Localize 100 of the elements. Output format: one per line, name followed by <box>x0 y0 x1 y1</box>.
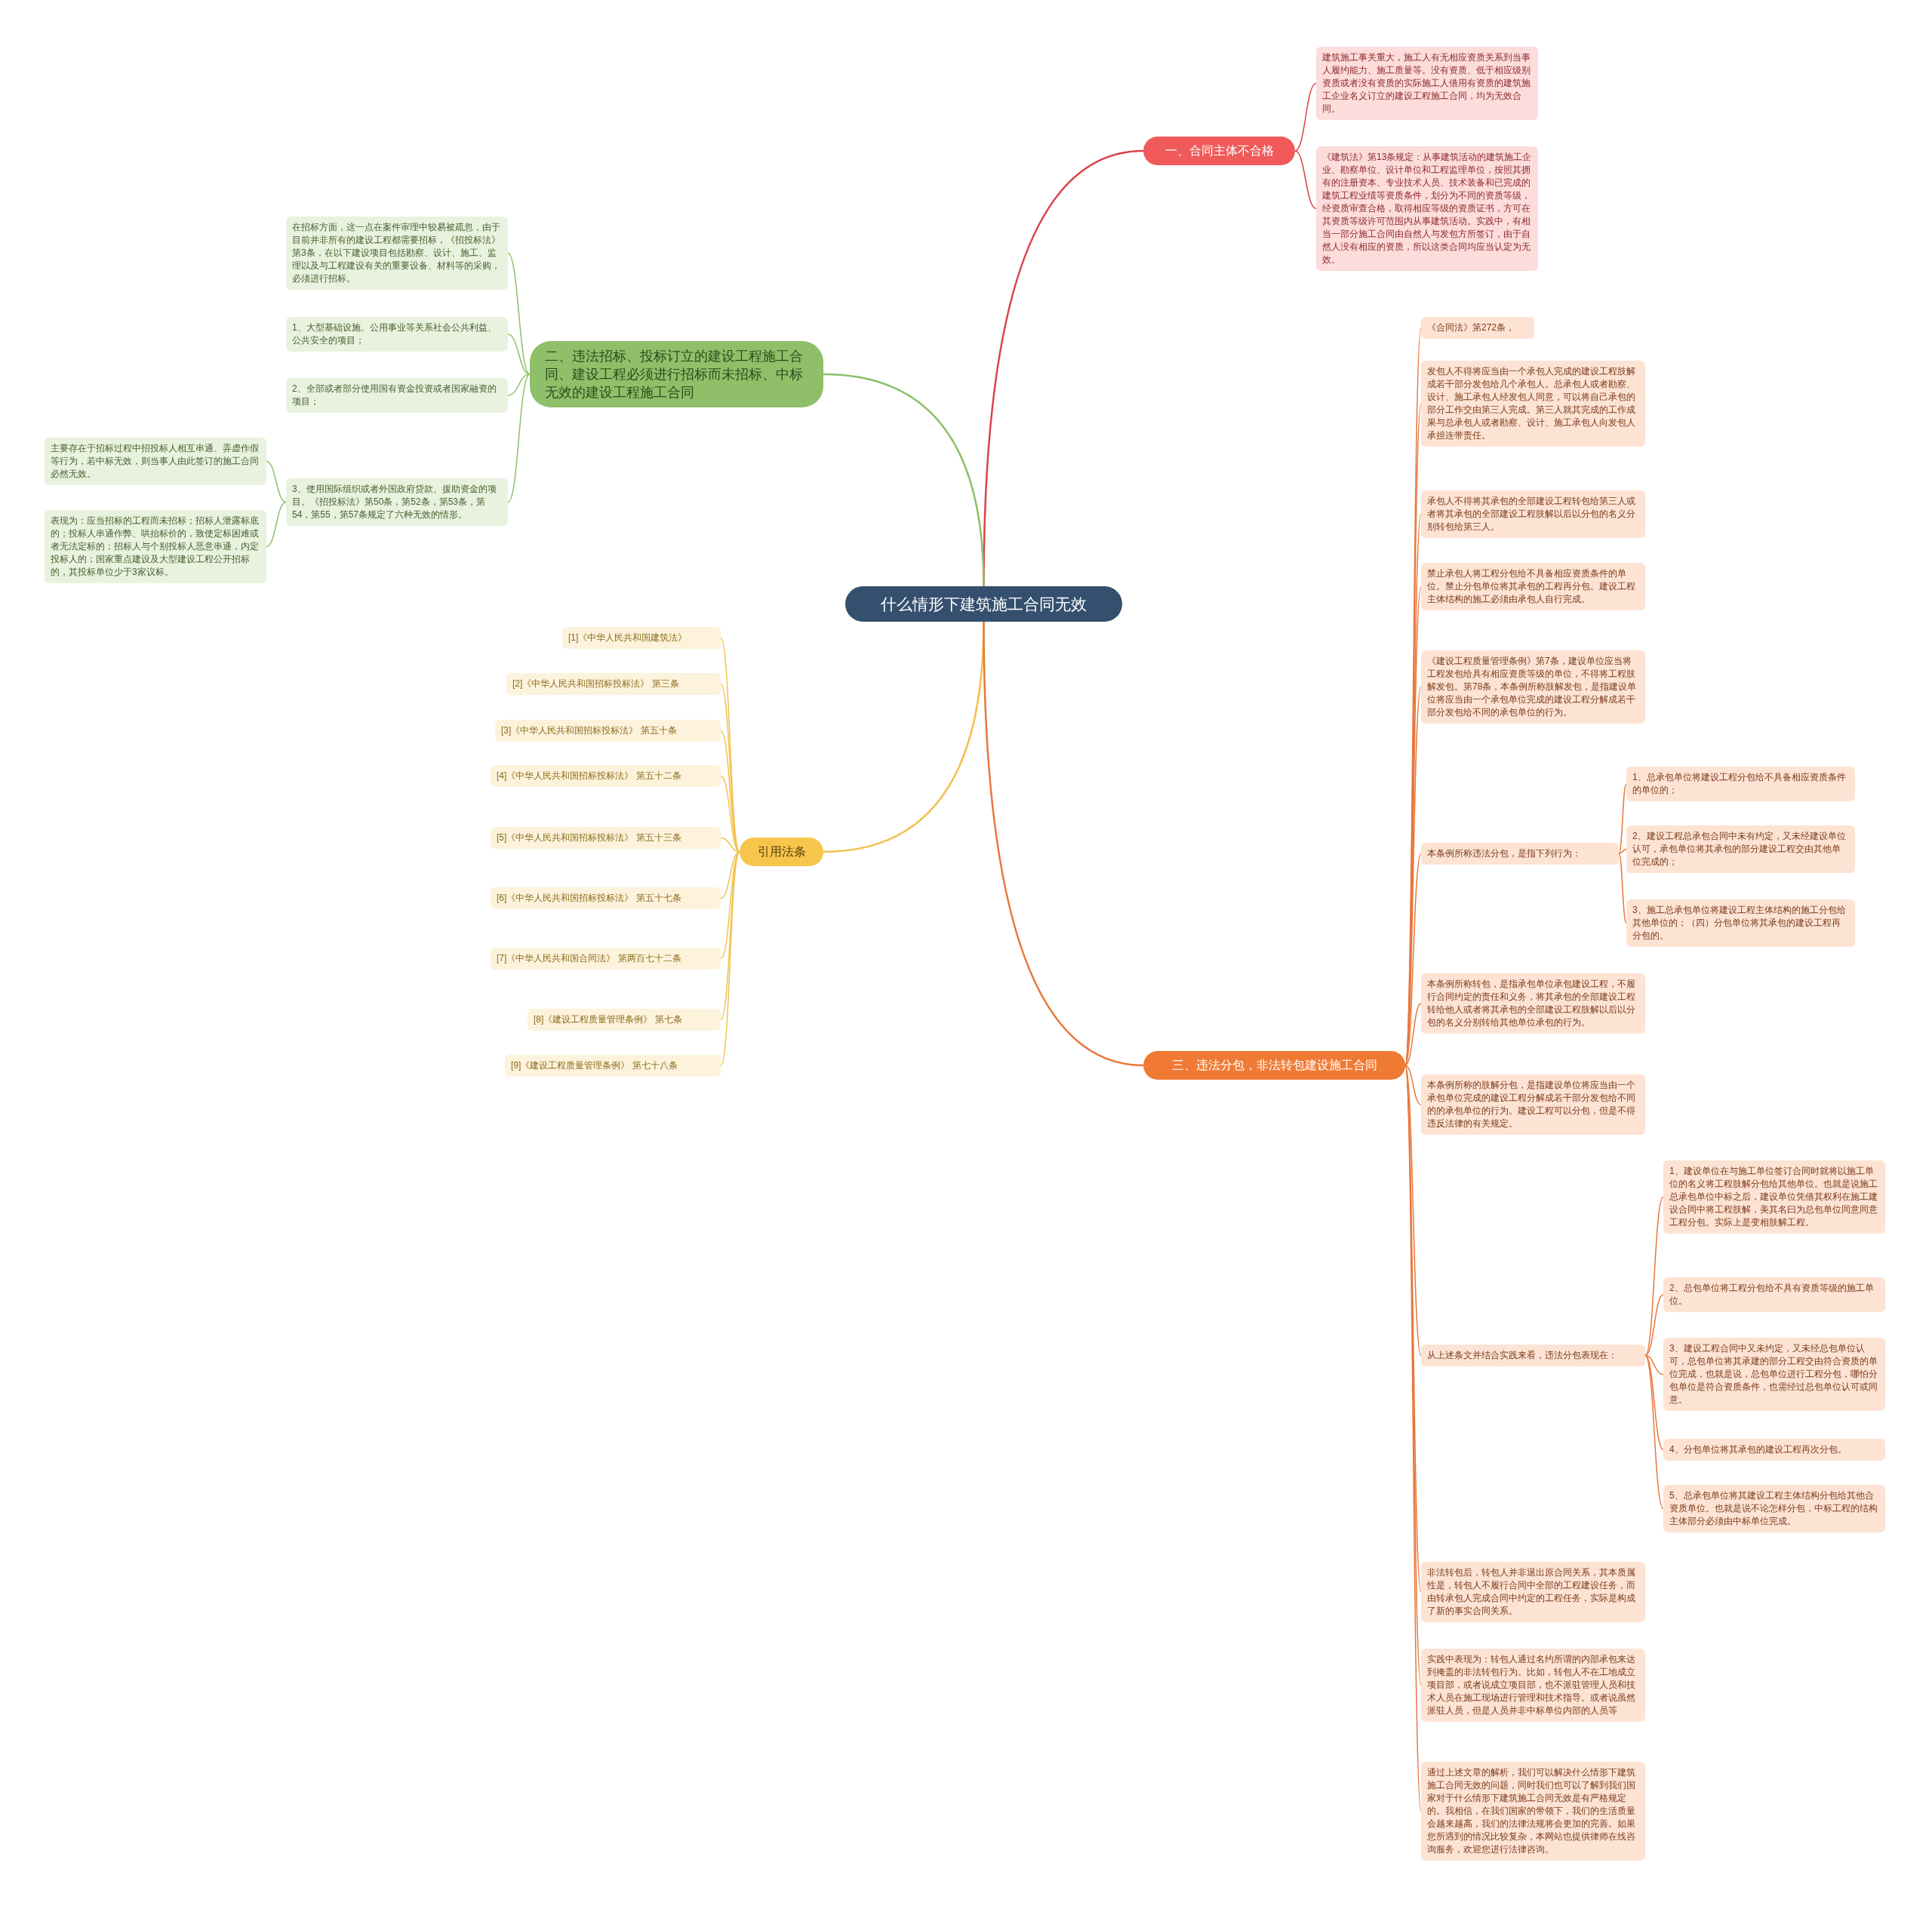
topic-text: 3、建设工程合同中又未约定，又未经总包单位认可，总包单位将其承建的部分工程交由符合资质的单位完成，也就是说，总包单位进行工程分包，哪怕分包单位是符合资质条件，也需经过总包单位认可或同意。 <box>1669 1342 1878 1406</box>
topic-text: 本条例所称的肢解分包，是指建设单位将应当由一个承包单位完成的建设工程分解成若干部分发包给不同的的承包单位的行为。建设工程可以分包，但是不得违反法律的有关规定。 <box>1427 1079 1636 1130</box>
topic-text: 《合同法》第272条， <box>1427 321 1516 334</box>
topic-text: [7]《中华人民共和国合同法》 第两百七十二条 <box>497 952 682 965</box>
topic-text: [2]《中华人民共和国招标投标法》 第三条 <box>512 678 680 690</box>
topic-text: 本条例所称转包，是指承包单位承包建设工程，不履行合同约定的责任和义务，将其承包的全部建设工程转给他人或者将其承包的全部建设工程肢解以后以分包的名义分别转给其他单位承包的行为。 <box>1427 978 1636 1029</box>
topic-card <box>491 765 721 787</box>
connector-line <box>720 851 740 960</box>
topic-text: [8]《建设工程质量管理条例》 第七条 <box>534 1013 683 1026</box>
branch-topic <box>1143 1051 1405 1080</box>
connector-line <box>720 775 740 853</box>
topic-text: [5]《中华人民共和国招标投标法》 第五十三条 <box>497 831 682 844</box>
topic-text: 通过上述文章的解析，我们可以解决什么情形下建筑施工合同无效的问题，同时我们也可以了解到我们国家对于什么情形下建筑施工合同无效是有严格规定的。我相信，在我们国家的带领下，我们的生活质量会越来越高，我们的法律法规将会更加的完善。如果您所遇到的情况比较复杂，本网站也提供律师在线咨询服务，欢迎您进行法律咨询。 <box>1427 1766 1636 1856</box>
connector-line <box>1404 853 1422 1066</box>
topic-card <box>491 887 721 909</box>
branch-topic <box>740 837 823 866</box>
connector-line <box>507 252 531 375</box>
connector-line <box>983 622 1144 1067</box>
topic-card <box>1663 1160 1885 1234</box>
topic-text: 2、全部或者部分使用国有资金投资或者国家融资的项目； <box>292 383 497 408</box>
topic-text: 引用法条 <box>756 844 807 859</box>
connector-line <box>1644 1354 1664 1451</box>
topic-text: 《建设工程质量管理条例》第7条，建设单位应当将工程发包给具有相应资质等级的单位，不得将工程肢解发包。第78条，本条例所称肢解发包，是指建设单位将应当由一个承包单位完成的建设工程分解成若干部分发包给不同的承包单位的行为。 <box>1427 655 1638 719</box>
topic-text: 5、总承包单位将其建设工程主体结构分包给其他合资质单位。也就是说不论怎样分包，中标工程的结构主体部分必须由中标单位完成。 <box>1669 1489 1878 1528</box>
connector-line <box>720 837 740 853</box>
topic-card <box>45 510 266 583</box>
topic-card <box>495 720 721 742</box>
connector-line <box>720 851 740 899</box>
topic-text: 1、大型基础设施、公用事业等关系社会公共利益、公共安全的项目； <box>292 321 497 347</box>
topic-card <box>1421 650 1645 724</box>
topic-text: 承包人不得将其承包的全部建设工程转包给第三人或者将其承包的全部建设工程肢解以后以分包的名义分别转包给第三人。 <box>1427 495 1636 533</box>
topic-card <box>1421 361 1645 447</box>
topic-card <box>1316 47 1538 120</box>
topic-text: 实践中表现为：转包人通过名约所谓的内部承包来达到掩盖的非法转包行为。比如，转包人不在工地成立项目部，或者说成立项目部，也不派驻管理人员和技术人员在施工现场进行管理和技术指导。或者说虽然派驻人员，但是人员并非中标单位内部的人员等 <box>1427 1653 1636 1717</box>
topic-text: 2、建设工程总承包合同中未有约定，又未经建设单位认可，承包单位将其承包的部分建设工程交由其他单位完成的； <box>1632 830 1847 868</box>
connector-line <box>1644 1354 1664 1510</box>
topic-text: [4]《中华人民共和国招标投标法》 第五十二条 <box>497 770 682 782</box>
topic-text: 1、建设单位在与施工单位签订合同时就将以施工单位的名义将工程肢解分包给其他单位。也就是说施工总承包单位中标之后，建设单位凭借其权利在施工建设合同中将工程肢解，美其名曰为总包单位同意同意工程分包。实际上是变相肢解工程。 <box>1669 1165 1878 1229</box>
connector-line <box>266 501 287 548</box>
connector-line <box>1404 1003 1422 1066</box>
topic-text: 一、合同主体不合格 <box>1164 143 1275 158</box>
connector-line <box>507 373 531 396</box>
topic-card <box>45 438 266 485</box>
connector-line <box>507 373 531 503</box>
topic-text: 从上述条文并结合实践来看，违法分包表现在： <box>1427 1349 1618 1362</box>
connector-line <box>1404 1065 1422 1357</box>
topic-card <box>1421 317 1534 339</box>
topic-card <box>506 673 721 695</box>
topic-card <box>528 1009 721 1031</box>
topic-text: 在招标方面，这一点在案件审理中较易被疏忽，由于目前并非所有的建设工程都需要招标，《招投标法》第3条，在以下建设项目包括勘察、设计、施工、监理以及与工程建设有关的重要设备、材料等的采购，必须进行招标。 <box>292 221 501 285</box>
topic-text: [9]《建设工程质量管理条例》 第七十八条 <box>511 1059 678 1072</box>
topic-text: 禁止承包人将工程分包给不具备相应资质条件的单位。禁止分包单位将其承包的工程再分包。建设工程主体结构的施工必须由承包人自行完成。 <box>1427 567 1636 606</box>
topic-card <box>1663 1485 1885 1532</box>
connector-line <box>823 373 985 587</box>
topic-text: 二、违法招标、投标订立的建设工程施工合同、建设工程必须进行招标而未招标、中标无效的建设工程施工合同 <box>545 348 804 401</box>
topic-card <box>1421 1345 1645 1366</box>
connector-line <box>507 333 531 375</box>
topic-card <box>1626 825 1855 873</box>
topic-card <box>1663 1338 1885 1411</box>
topic-card <box>1626 767 1855 801</box>
topic-card <box>1421 973 1645 1034</box>
topic-card <box>1421 843 1619 865</box>
topic-text: 主要存在于招标过程中招投标人相互串通、弄虚作假等行为，若中标无效，则当事人由此签订的施工合同必然无效。 <box>51 442 260 481</box>
connector-line <box>720 851 740 1067</box>
topic-text: [6]《中华人民共和国招标投标法》 第五十七条 <box>497 892 682 905</box>
connector-line <box>1294 82 1317 152</box>
connector-line <box>1618 853 1627 924</box>
topic-text: 4、分包单位将其承包的建设工程再次分包。 <box>1669 1443 1847 1456</box>
topic-text: [1]《中华人民共和国建筑法》 <box>568 632 688 644</box>
topic-card <box>491 948 721 970</box>
topic-text: 3、施工总承包单位将建设工程主体结构的施工分包给其他单位的；（四）分包单位将其承包的建设工程再分包的。 <box>1632 904 1847 942</box>
topic-card <box>1626 899 1855 947</box>
topic-card <box>1421 490 1645 538</box>
connector-line <box>720 851 740 1021</box>
topic-card <box>1663 1277 1885 1312</box>
branch-topic <box>530 341 823 407</box>
topic-card <box>1421 1649 1645 1722</box>
topic-text: 表现为：应当招标的工程而未招标；招标人泄露标底的；投标人串通作弊、哄抬标价的，致使定标困难或者无法定标的；招标人与个别投标人恶意串通，内定投标人的；国家重点建设及大型建设工程公开招标的，其投标单位少于3家议标。 <box>51 515 260 579</box>
topic-card <box>286 317 508 352</box>
topic-text: 2、总包单位将工程分包给不具有资质等级的施工单位。 <box>1669 1282 1875 1308</box>
topic-text: 非法转包后，转包人并非退出原合同关系，其本质属性是，转包人不履行合同中全部的工程建设任务，而由转承包人完成合同中约定的工程任务，实际是构成了新的事实合同关系。 <box>1427 1566 1636 1618</box>
topic-card <box>286 478 508 526</box>
topic-card <box>286 217 508 290</box>
topic-card <box>1421 1074 1645 1135</box>
topic-text: 建筑施工事关重大，施工人有无相应资质关系到当事人履约能力、施工质量等。没有资质、低于相应级别资质或者没有资质的实际施工人借用有资质的建筑施工企业名义订立的建设工程施工合同，均为无效合同。 <box>1322 51 1531 115</box>
topic-text: 1、总承包单位将建设工程分包给不具备相应资质条件的单位的； <box>1632 771 1847 797</box>
topic-text: 什么情形下建筑施工合同无效 <box>880 595 1088 614</box>
topic-card <box>1663 1439 1885 1461</box>
topic-text: 三、违法分包，非法转包建设施工合同 <box>1171 1058 1378 1073</box>
connector-line <box>1618 783 1627 855</box>
topic-card <box>1421 563 1645 610</box>
topic-text: 《建筑法》第13条规定：从事建筑活动的建筑施工企业、勘察单位、设计单位和工程监理单位，按照其拥有的注册资本、专业技术人员、技术装备和已完成的建筑工程业绩等资质条件，划分为不同的资质等级，经资质审查合格，取得相应等级的资质证书，方可在其资质等级许可范围内从事建筑活动。实践中，有相当一部分施工合同由自然人与发包方所签订，由于自然人没有相应的资质，所以这类合同均应当认定为无效。 <box>1322 151 1532 266</box>
connector-line <box>1644 1354 1664 1375</box>
topic-text: [3]《中华人民共和国招标投标法》 第五十条 <box>501 724 678 737</box>
topic-card <box>286 378 508 413</box>
topic-text: 3、使用国际组织或者外国政府贷款、援助资金的项目。《招投标法》第50条，第52条，第53条，第54，第55，第57条规定了六种无效的情形。 <box>292 483 497 521</box>
topic-card <box>562 627 721 649</box>
topic-text: 本条例所称违法分包，是指下列行为： <box>1427 847 1582 860</box>
topic-text: 发包人不得将应当由一个承包人完成的建设工程肢解成若干部分发包给几个承包人。总承包人或者勘察、设计、施工承包人经发包人同意，可以将自己承包的部分工作交由第三人完成。第三人就其完成的工作成果与总承包人或者勘察、设计、施工承包人向发包人承担连带责任。 <box>1427 365 1636 442</box>
branch-topic <box>1143 137 1295 165</box>
